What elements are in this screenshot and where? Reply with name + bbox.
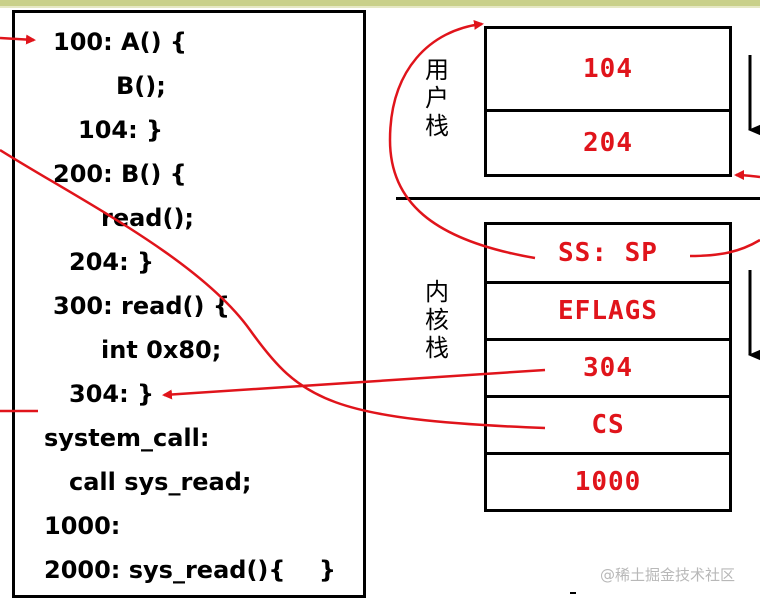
- code-line: int 0x80;: [101, 336, 222, 364]
- cs-return-curve: [0, 148, 546, 430]
- kernel-stack-label: 内 核 栈: [423, 278, 451, 362]
- watermark-text: @稀土掘金技术社区: [600, 566, 736, 584]
- code-line: 300: read() {: [53, 292, 230, 320]
- code-listing-box: [12, 10, 366, 598]
- ss-sp-incoming-curve: [689, 238, 760, 258]
- kernel-stack-label-char: 核: [425, 306, 449, 334]
- kernel-stack-cell: EFLAGS: [484, 281, 732, 341]
- kernel-stack-label-char: 栈: [425, 334, 449, 362]
- kernel-stack-cell: SS: SP: [484, 222, 732, 284]
- kernel-stack-label-char: 内: [425, 278, 449, 306]
- kernel-stack-cell: 1000: [484, 452, 732, 512]
- user-stack-bottom-arrow: [734, 170, 760, 181]
- code-line: 2000: sys_read(){ }: [44, 556, 336, 584]
- bottom-tick: [570, 592, 576, 594]
- user-stack-label: 用 户 栈: [423, 56, 451, 140]
- user-stack-label-char: 用: [425, 56, 449, 84]
- user-stack-cell: 204: [484, 109, 732, 177]
- code-line: system_call:: [44, 424, 210, 452]
- top-banner-underline: [0, 6, 760, 8]
- user-stack-cell: 104: [484, 26, 732, 112]
- user-stack-label-char: 栈: [425, 112, 449, 140]
- ss-sp-to-user-stack-curve: [388, 19, 536, 260]
- code-line: read();: [101, 204, 195, 232]
- code-line: 104: }: [78, 116, 164, 144]
- code-line: call sys_read;: [69, 468, 252, 496]
- code-line: B();: [116, 72, 166, 100]
- user-kernel-divider: [396, 197, 760, 200]
- code-line: 1000:: [44, 512, 121, 540]
- kernel-stack-cell: 304: [484, 338, 732, 398]
- ret-304-arrow: [162, 368, 546, 400]
- top-banner-strip: [0, 0, 760, 6]
- code-line: 304: }: [69, 380, 155, 408]
- entry-arrow: [0, 34, 36, 45]
- user-stack-label-char: 户: [425, 84, 449, 112]
- code-line: 204: }: [69, 248, 155, 276]
- code-line: 100: A() {: [53, 28, 188, 56]
- code-line: 200: B() {: [53, 160, 187, 188]
